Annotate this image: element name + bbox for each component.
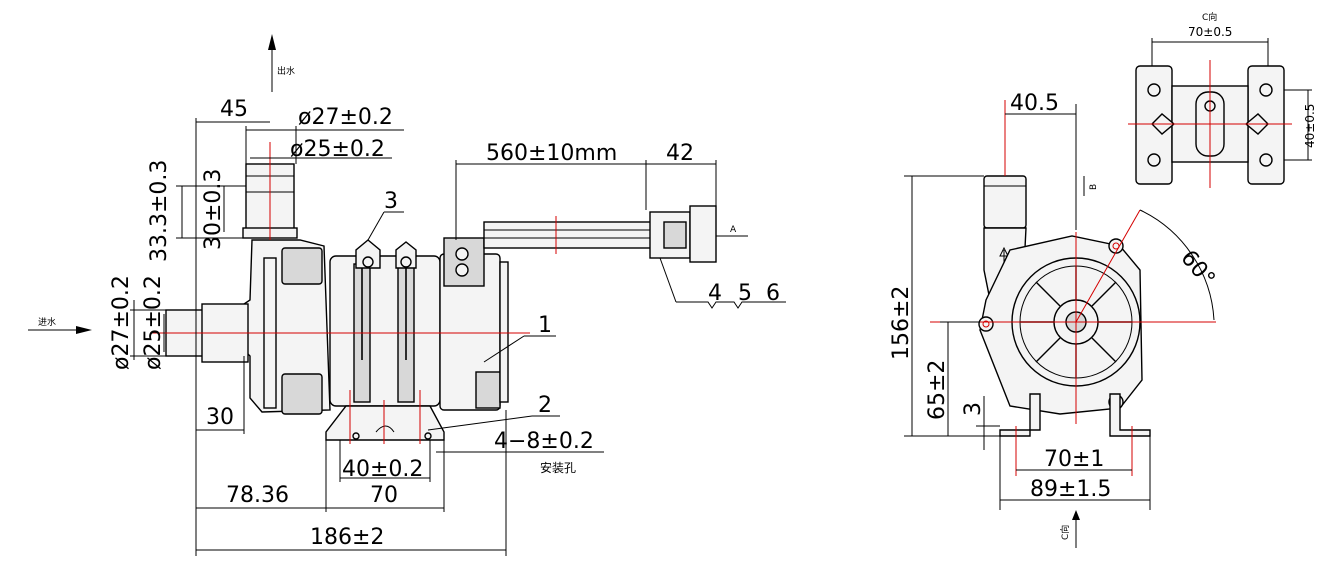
callout-2: 2	[538, 393, 552, 418]
dim-c-70: 70±0.5	[1188, 25, 1232, 39]
dim-dia25-inlet: ø25±0.2	[141, 275, 166, 370]
dim-30-vertical: 30±0.3	[201, 169, 226, 250]
dim-45: 45	[220, 97, 248, 122]
dim-60-deg: 60°	[1175, 246, 1219, 292]
dim-65: 65±2	[925, 360, 950, 420]
mount-hole-label: 安装孔	[540, 460, 576, 475]
front-view: 40.5 B 156±2 65±2 3 70±1 89±1.5 60° C向	[889, 91, 1220, 548]
dim-89: 89±1.5	[1030, 477, 1111, 502]
c-view-arrow-label: C向	[1059, 525, 1071, 540]
dim-70-left: 70	[370, 483, 398, 508]
cable	[483, 221, 655, 249]
dim-c-40: 40±0.5	[1303, 104, 1317, 148]
outlet-label: 出水	[277, 65, 295, 77]
dim-dia25-outlet: ø25±0.2	[290, 137, 385, 162]
c-view: C向 70±0.5 40±0.5	[1128, 11, 1317, 188]
dim-186: 186±2	[310, 525, 384, 550]
callout-3: 3	[384, 189, 398, 214]
b-mark: B	[1089, 184, 1099, 190]
c-view-label: C向	[1202, 11, 1217, 23]
dim-156: 156±2	[889, 286, 914, 360]
dim-40: 40±0.2	[342, 457, 423, 482]
inlet-label: 进水	[38, 316, 56, 328]
dim-78-36: 78.36	[226, 483, 289, 508]
dim-mount-holes: 4−8±0.2	[494, 429, 594, 454]
a-mark: A	[730, 225, 737, 235]
dim-42: 42	[666, 141, 694, 166]
dim-dia27-outlet: ø27±0.2	[298, 105, 393, 130]
dim-33-3: 33.3±0.3	[147, 160, 172, 262]
dim-cable-length: 560±10mm	[486, 141, 617, 166]
callout-1: 1	[538, 313, 552, 338]
dim-40-5: 40.5	[1010, 91, 1059, 116]
dim-dia27-inlet: ø27±0.2	[109, 275, 134, 370]
callout-5: 5	[738, 281, 752, 306]
dim-3: 3	[961, 402, 986, 416]
dim-30-horizontal: 30	[206, 405, 234, 430]
callout-4: 4	[708, 281, 722, 306]
motor-body	[329, 255, 441, 407]
dim-70-right: 70±1	[1044, 447, 1104, 472]
callout-6: 6	[766, 281, 780, 306]
side-view: 出水 进水	[28, 34, 786, 556]
